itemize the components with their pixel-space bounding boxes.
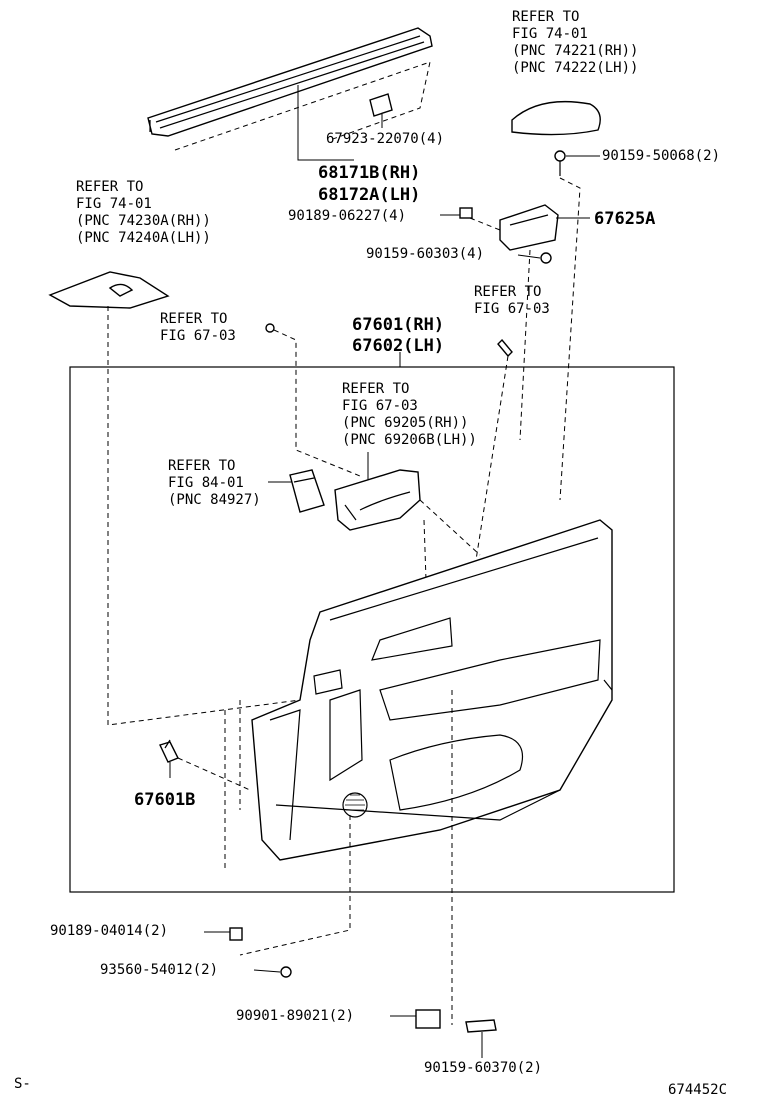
ref-line: FIG 74-01 [512,26,588,42]
ref-fig-67-03-handle: REFER TO FIG 67-03 (PNC 69205(RH)) (PNC … [342,381,477,449]
ref-line: REFER TO [512,9,580,25]
diagram-code: 674452C [668,1082,728,1098]
ref-line: (PNC 74222(LH)) [512,60,639,76]
armrest-cover-part [511,100,601,136]
screw-90159-60303 [540,252,552,264]
screw-93560-54012 [280,966,292,978]
part-number-90159-50068: 90159-50068(2) [602,148,721,164]
ref-line: FIG 67-03 [342,398,418,414]
belt-moulding-part [147,27,433,151]
ref-line: (PNC 74240A(LH)) [76,230,211,246]
ref-fig-67-03-left: REFER TO FIG 67-03 [160,311,236,345]
ref-fig-74-01-left: REFER TO FIG 74-01 (PNC 74230A(RH)) (PNC… [76,179,211,247]
bracket-67625a-part [499,204,559,251]
clip-90189-04014 [229,927,243,941]
door-trim-panel-part [251,519,613,861]
ref-line: FIG 67-03 [474,301,550,317]
ref-line: FIG 74-01 [76,196,152,212]
part-number-90159-60370: 90159-60370(2) [424,1060,543,1076]
part-number-68172a: 68172A(LH) [318,185,421,205]
ref-line: (PNC 69205(RH)) [342,415,469,431]
part-number-90189-04014: 90189-04014(2) [50,923,169,939]
clip-67601b-part [159,739,179,763]
part-number-67601: 67601(RH) [352,315,445,335]
ref-line: REFER TO [474,284,542,300]
ref-fig-67-03-right: REFER TO FIG 67-03 [474,284,550,318]
part-number-68171b: 68171B(RH) [318,163,421,183]
part-number-93560-54012: 93560-54012(2) [100,962,219,978]
part-number-90159-60303: 90159-60303(4) [366,246,485,262]
upper-garnish-part [48,271,170,309]
ref-fig-84-01: REFER TO FIG 84-01 (PNC 84927) [168,458,261,509]
screw-90159-60370 [465,1019,497,1033]
part-number-90901-89021: 90901-89021(2) [236,1008,355,1024]
part-number-67602: 67602(LH) [352,336,445,356]
clip-67923-part [369,93,393,117]
ref-fig-74-01-top: REFER TO FIG 74-01 (PNC 74221(RH)) (PNC … [512,9,638,77]
ref-line: (PNC 74230A(RH)) [76,213,211,229]
ref-line: REFER TO [342,381,410,397]
door-panel-frame [69,366,675,893]
ref-line: (PNC 69206B(LH)) [342,432,477,448]
part-number-90189-06227: 90189-06227(4) [288,208,407,224]
ref-line: REFER TO [168,458,236,474]
power-window-switch-part [289,469,325,513]
ref-line: FIG 84-01 [168,475,244,491]
part-number-67625a: 67625A [594,209,656,229]
speaker-grille-part [342,792,368,818]
part-number-67601b: 67601B [134,790,196,810]
screw-90159-50068 [554,150,566,176]
inside-handle-bezel-part [334,469,421,531]
ref-line: FIG 67-03 [160,328,236,344]
screw-ref-6703-right [497,338,513,358]
clip-90189-06227 [459,207,473,219]
ref-line: (PNC 84927) [168,492,261,508]
footer-left-mark: S- [14,1076,31,1092]
ref-line: (PNC 74221(RH)) [512,43,639,59]
clip-90901-89021 [415,1009,441,1029]
screw-ref-6703-left [265,323,275,333]
part-number-67923: 67923-22070(4) [326,131,445,147]
ref-line: REFER TO [160,311,228,327]
ref-line: REFER TO [76,179,144,195]
